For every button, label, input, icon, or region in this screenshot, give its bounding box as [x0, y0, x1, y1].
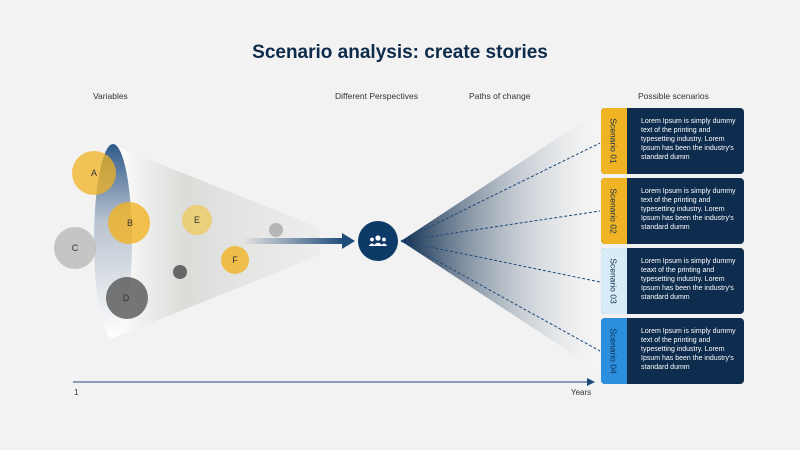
scenario-name: Scenario 03: [609, 258, 619, 304]
scenario-card-4: Scenario 04 Lorem Ipsum is simply dummy …: [601, 318, 744, 384]
scenario-card-2: Scenario 02 Lorem Ipsum is simply dummy …: [601, 178, 744, 244]
scenario-tab-1: Scenario 01: [601, 108, 627, 174]
path-line-2: [400, 210, 601, 242]
svg-text:A: A: [91, 168, 97, 178]
column-label-perspectives: Different Perspectives: [335, 91, 418, 101]
svg-text:C: C: [72, 243, 79, 253]
scenario-tab-4: Scenario 04: [601, 318, 627, 384]
axis-start-label: 1: [74, 388, 79, 397]
page-title: Scenario analysis: create stories: [252, 42, 548, 63]
perspectives-hub: [358, 221, 398, 261]
perspective-arrow-shaft: [245, 238, 345, 244]
scenario-description: Lorem Ipsum is simply dummy text of the …: [641, 188, 736, 231]
axis-end-label: Years: [571, 388, 592, 397]
variable-circle-d: D: [106, 277, 148, 319]
column-label-variables: Variables: [93, 91, 128, 101]
path-line-4: [400, 240, 601, 352]
scenario-description: Lorem Ipsum is simply dummy text of the …: [641, 118, 736, 161]
variable-dot-small: [173, 265, 187, 279]
path-line-3: [400, 240, 601, 283]
path-line-1: [400, 142, 601, 242]
scenario-card-3: Scenario 03 Lorem Ipsum is simply dummy …: [601, 248, 744, 314]
scenario-name: Scenario 01: [609, 118, 619, 164]
scenario-description: Lorem Ipsum is simply dummy teaxt of the…: [641, 258, 736, 301]
svg-text:B: B: [127, 218, 133, 228]
variable-dot-faint: [269, 223, 283, 237]
variable-circle-a: A: [72, 151, 116, 195]
variable-circle-c: C: [54, 227, 96, 269]
scenario-tab-2: Scenario 02: [601, 178, 627, 244]
column-label-scenarios: Possible scenarios: [638, 91, 709, 101]
perspective-arrow-head: [342, 233, 355, 249]
scenario-tab-3: Scenario 03: [601, 248, 627, 314]
scenario-name: Scenario 02: [609, 188, 619, 234]
scenario-fan: [401, 110, 600, 372]
svg-text:D: D: [123, 293, 130, 303]
svg-text:F: F: [232, 255, 238, 265]
variable-circle-b: B: [108, 202, 150, 244]
svg-text:E: E: [194, 215, 200, 225]
funnel-cone: [113, 145, 320, 338]
variable-circle-f: F: [221, 246, 249, 274]
variable-circle-e: E: [182, 205, 212, 235]
scenario-description: Lorem Ipsum is simply dummy text of the …: [641, 328, 736, 371]
column-label-paths: Paths of change: [469, 91, 531, 101]
people-group-icon: [368, 235, 388, 246]
scenario-card-1: Scenario 01 Lorem Ipsum is simply dummy …: [601, 108, 744, 174]
scenario-name: Scenario 04: [609, 328, 619, 374]
